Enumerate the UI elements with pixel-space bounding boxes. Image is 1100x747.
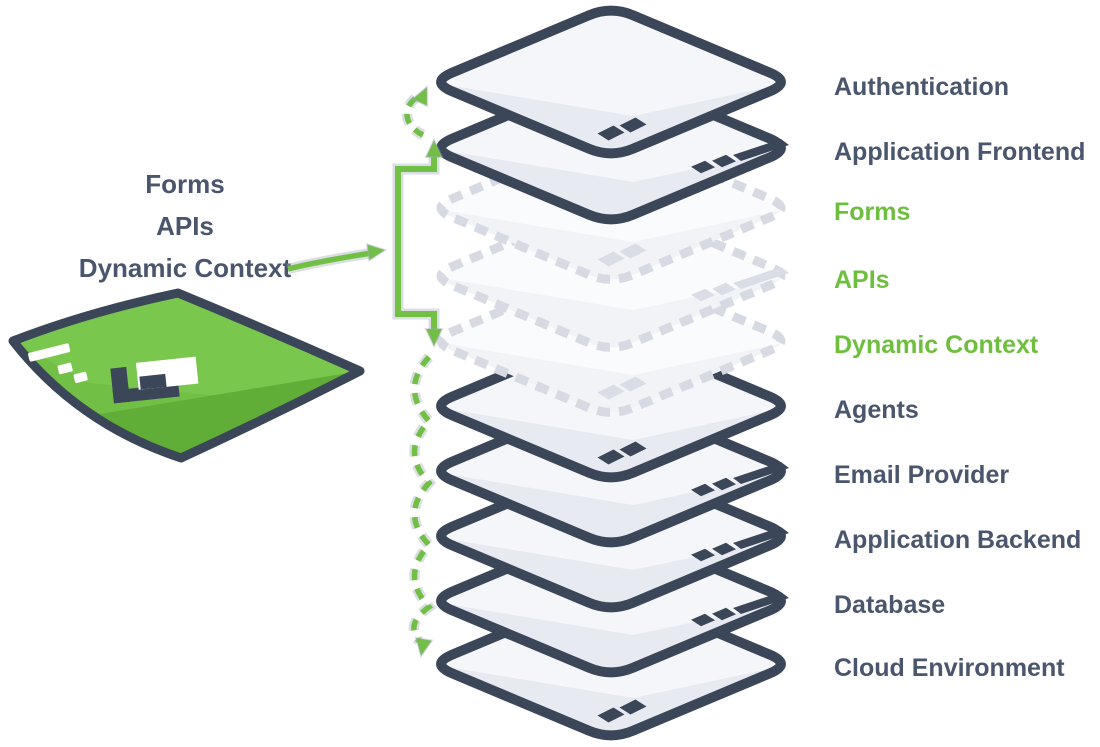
card-page-marks-icon [28, 343, 88, 383]
stack-label-authentication: Authentication [834, 73, 1009, 101]
bottom-wave-connector [408, 353, 437, 659]
stack-label-cloud-environment: Cloud Environment [834, 654, 1065, 682]
card-arrow [286, 242, 388, 275]
stack-label-database: Database [834, 591, 946, 619]
caption-line-dynamic-context: Dynamic Context [78, 253, 292, 283]
brand-logo-icon [110, 356, 199, 404]
stack-label-apis: APIs [834, 266, 890, 294]
stack-label-application-backend: Application Backend [834, 526, 1082, 554]
card-caption: Forms APIs Dynamic Context [35, 163, 335, 289]
bracket-connector [392, 137, 444, 349]
caption-line-forms: Forms [145, 169, 225, 199]
green-connectors [286, 84, 444, 659]
stack-label-application-frontend: Application Frontend [834, 138, 1086, 166]
top-wave-connector [401, 84, 429, 140]
green-card [8, 288, 365, 463]
stack-label-agents: Agents [834, 396, 919, 424]
stack-label-forms: Forms [834, 198, 911, 226]
caption-line-apis: APIs [156, 211, 214, 241]
stack-label-dynamic-context: Dynamic Context [834, 331, 1039, 359]
stack-label-email-provider: Email Provider [834, 461, 1010, 489]
stack-layer-authentication [436, 5, 786, 159]
